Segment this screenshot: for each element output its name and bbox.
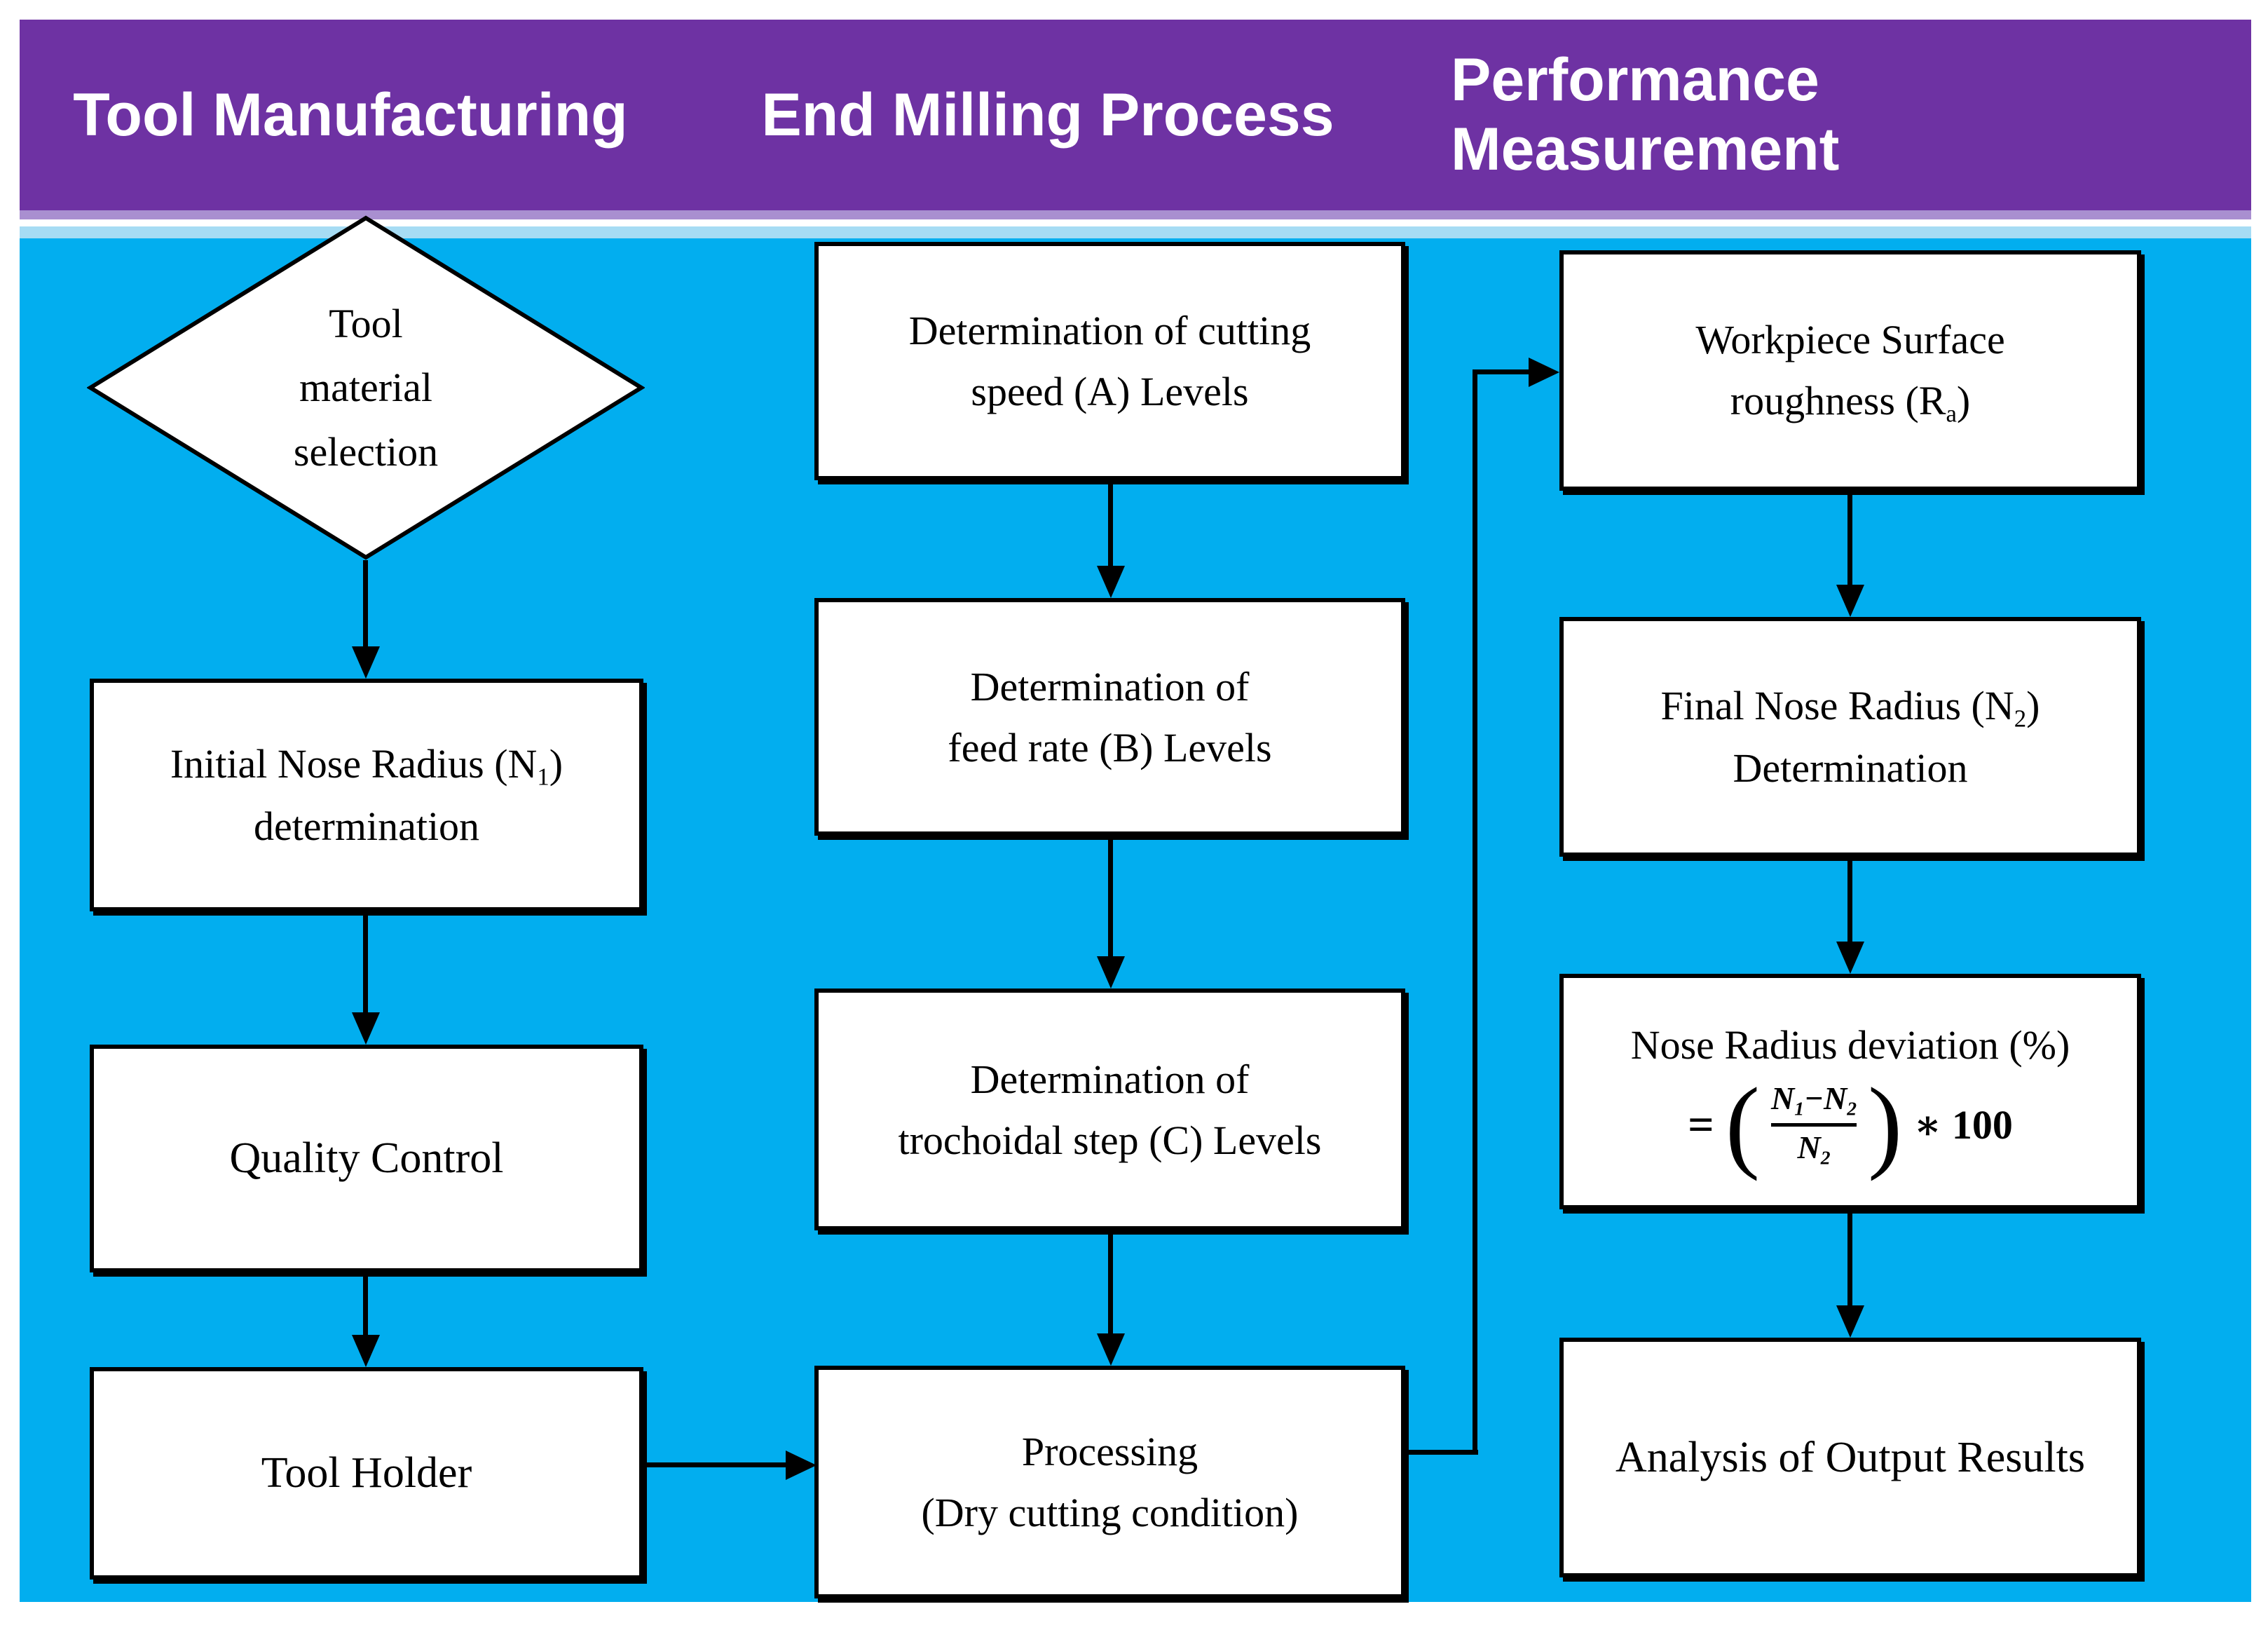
label-text: N <box>1771 1080 1795 1117</box>
label-text: ) <box>549 741 563 787</box>
node-quality-control: Quality Control <box>90 1045 643 1272</box>
arrowhead-down-icon <box>352 1335 380 1367</box>
header-label: End Milling Process <box>761 81 1334 149</box>
arrowhead-down-icon <box>352 646 380 679</box>
accent-strip-pale-blue <box>20 226 2251 238</box>
node-final-nose-radius: Final Nose Radius (N2) Determination <box>1559 617 2141 857</box>
diamond-line: material <box>299 365 432 411</box>
label-text: ) <box>2026 683 2040 729</box>
arrow-deviation-to-analysis <box>1847 1209 1852 1305</box>
arrow-diamond-to-initial <box>363 560 368 649</box>
arrowhead-right-icon <box>786 1451 817 1480</box>
formula-equals: = <box>1688 1099 1714 1150</box>
node-label: determination <box>253 803 480 849</box>
node-label: trochoidal step (C) Levels <box>898 1117 1322 1163</box>
arrowhead-down-icon <box>1097 1333 1125 1366</box>
label-subscript: 1 <box>1794 1097 1805 1120</box>
arrowhead-down-icon <box>1836 1305 1864 1338</box>
label-text: Final Nose Radius (N <box>1660 683 2014 729</box>
connector-processing-out <box>1405 1450 1478 1455</box>
node-cutting-speed-levels: Determination of cutting speed (A) Level… <box>814 242 1405 480</box>
label-subscript: 2 <box>1820 1146 1831 1169</box>
label-subscript: 2 <box>2014 705 2027 733</box>
deviation-formula: = ( N1−N2 N2 ) ∗ 100 <box>1688 1066 2013 1182</box>
arrow-feed-to-trochoidal <box>1108 836 1113 956</box>
header-label: Tool Manufacturing <box>73 81 628 149</box>
node-processing: Processing (Dry cutting condition) <box>814 1366 1405 1598</box>
arrow-final-to-deviation <box>1847 857 1852 942</box>
arrowhead-down-icon <box>1097 956 1125 989</box>
node-label: Initial Nose Radius (N1) <box>170 733 563 796</box>
connector-vertical-riser <box>1473 369 1477 1455</box>
header-title-tool-manufacturing: Tool Manufacturing <box>35 20 666 210</box>
node-trochoidal-step-levels: Determination of trochoidal step (C) Lev… <box>814 989 1405 1230</box>
arrow-speed-to-feed <box>1108 480 1113 566</box>
label-subscript: 2 <box>1847 1097 1857 1120</box>
diamond-line: Tool <box>329 300 403 346</box>
label-text: roughness (R <box>1730 377 1946 423</box>
node-label: Analysis of Output Results <box>1615 1433 2085 1481</box>
node-label: roughness (Ra) <box>1730 370 1970 433</box>
arrow-toolholder-to-processing <box>643 1462 786 1467</box>
label-text: N <box>1797 1129 1821 1165</box>
fraction-denominator: N2 <box>1797 1129 1831 1169</box>
node-label: Determination of <box>970 663 1250 709</box>
diamond-shape <box>86 215 645 560</box>
node-label: Workpiece Surface <box>1695 316 2005 362</box>
arrowhead-down-icon <box>1836 585 1864 617</box>
node-label: Nose Radius deviation (%) <box>1630 1021 2070 1068</box>
connector-into-roughness <box>1473 369 1529 374</box>
formula-minus: − <box>1804 1080 1824 1117</box>
arrowhead-right-icon <box>1529 358 1559 387</box>
header-band <box>20 20 2251 210</box>
node-analysis-output-results: Analysis of Output Results <box>1559 1338 2141 1577</box>
node-label: feed rate (B) Levels <box>948 724 1272 770</box>
fraction-bar <box>1771 1122 1857 1127</box>
header-title-performance-measurement: Performance Measurement <box>1451 20 2222 210</box>
arrowhead-down-icon <box>352 1012 380 1045</box>
formula-multiplier: ∗ 100 <box>1913 1101 2013 1148</box>
fraction-numerator: N1−N2 <box>1771 1081 1857 1120</box>
arrow-roughness-to-final <box>1847 491 1852 585</box>
diamond-line: selection <box>293 428 439 475</box>
node-label: speed (A) Levels <box>971 369 1249 414</box>
accent-strip-lavender <box>20 210 2251 219</box>
label-text: ) <box>1956 377 1971 423</box>
node-tool-holder: Tool Holder <box>90 1367 643 1580</box>
arrow-quality-to-toolholder <box>363 1272 368 1335</box>
node-initial-nose-radius: Initial Nose Radius (N1) determination <box>90 679 643 911</box>
node-label: Determination of cutting <box>908 308 1311 353</box>
node-label: Processing <box>1021 1429 1198 1474</box>
node-feed-rate-levels: Determination of feed rate (B) Levels <box>814 598 1405 836</box>
node-label: Determination of <box>970 1056 1250 1102</box>
node-label: Quality Control <box>229 1134 504 1182</box>
formula-fraction: N1−N2 N2 <box>1771 1081 1857 1168</box>
node-nose-radius-deviation: Nose Radius deviation (%) = ( N1−N2 N2 )… <box>1559 974 2141 1209</box>
node-label: Tool material selection <box>87 215 645 561</box>
node-label: Determination <box>1733 745 1968 791</box>
node-tool-material-selection: Tool material selection <box>86 215 645 561</box>
accent-strip-white <box>20 219 2251 226</box>
node-label: (Dry cutting condition) <box>921 1490 1299 1535</box>
label-text: N <box>1823 1080 1847 1117</box>
label-text: Initial Nose Radius (N <box>170 741 538 787</box>
arrowhead-down-icon <box>1836 942 1864 974</box>
header-label: Performance Measurement <box>1451 46 1840 183</box>
node-label: Final Nose Radius (N2) <box>1661 675 2040 738</box>
node-surface-roughness: Workpiece Surface roughness (Ra) <box>1559 250 2141 491</box>
formula-paren: ) <box>1867 1066 1903 1182</box>
header-title-end-milling-process: End Milling Process <box>732 20 1363 210</box>
arrow-trochoidal-to-processing <box>1108 1230 1113 1333</box>
node-label: Tool Holder <box>261 1449 472 1497</box>
arrowhead-down-icon <box>1097 566 1125 598</box>
label-subscript: a <box>1946 400 1957 428</box>
label-subscript: 1 <box>537 763 549 791</box>
arrow-initial-to-quality <box>363 911 368 1012</box>
formula-paren: ( <box>1725 1066 1761 1182</box>
